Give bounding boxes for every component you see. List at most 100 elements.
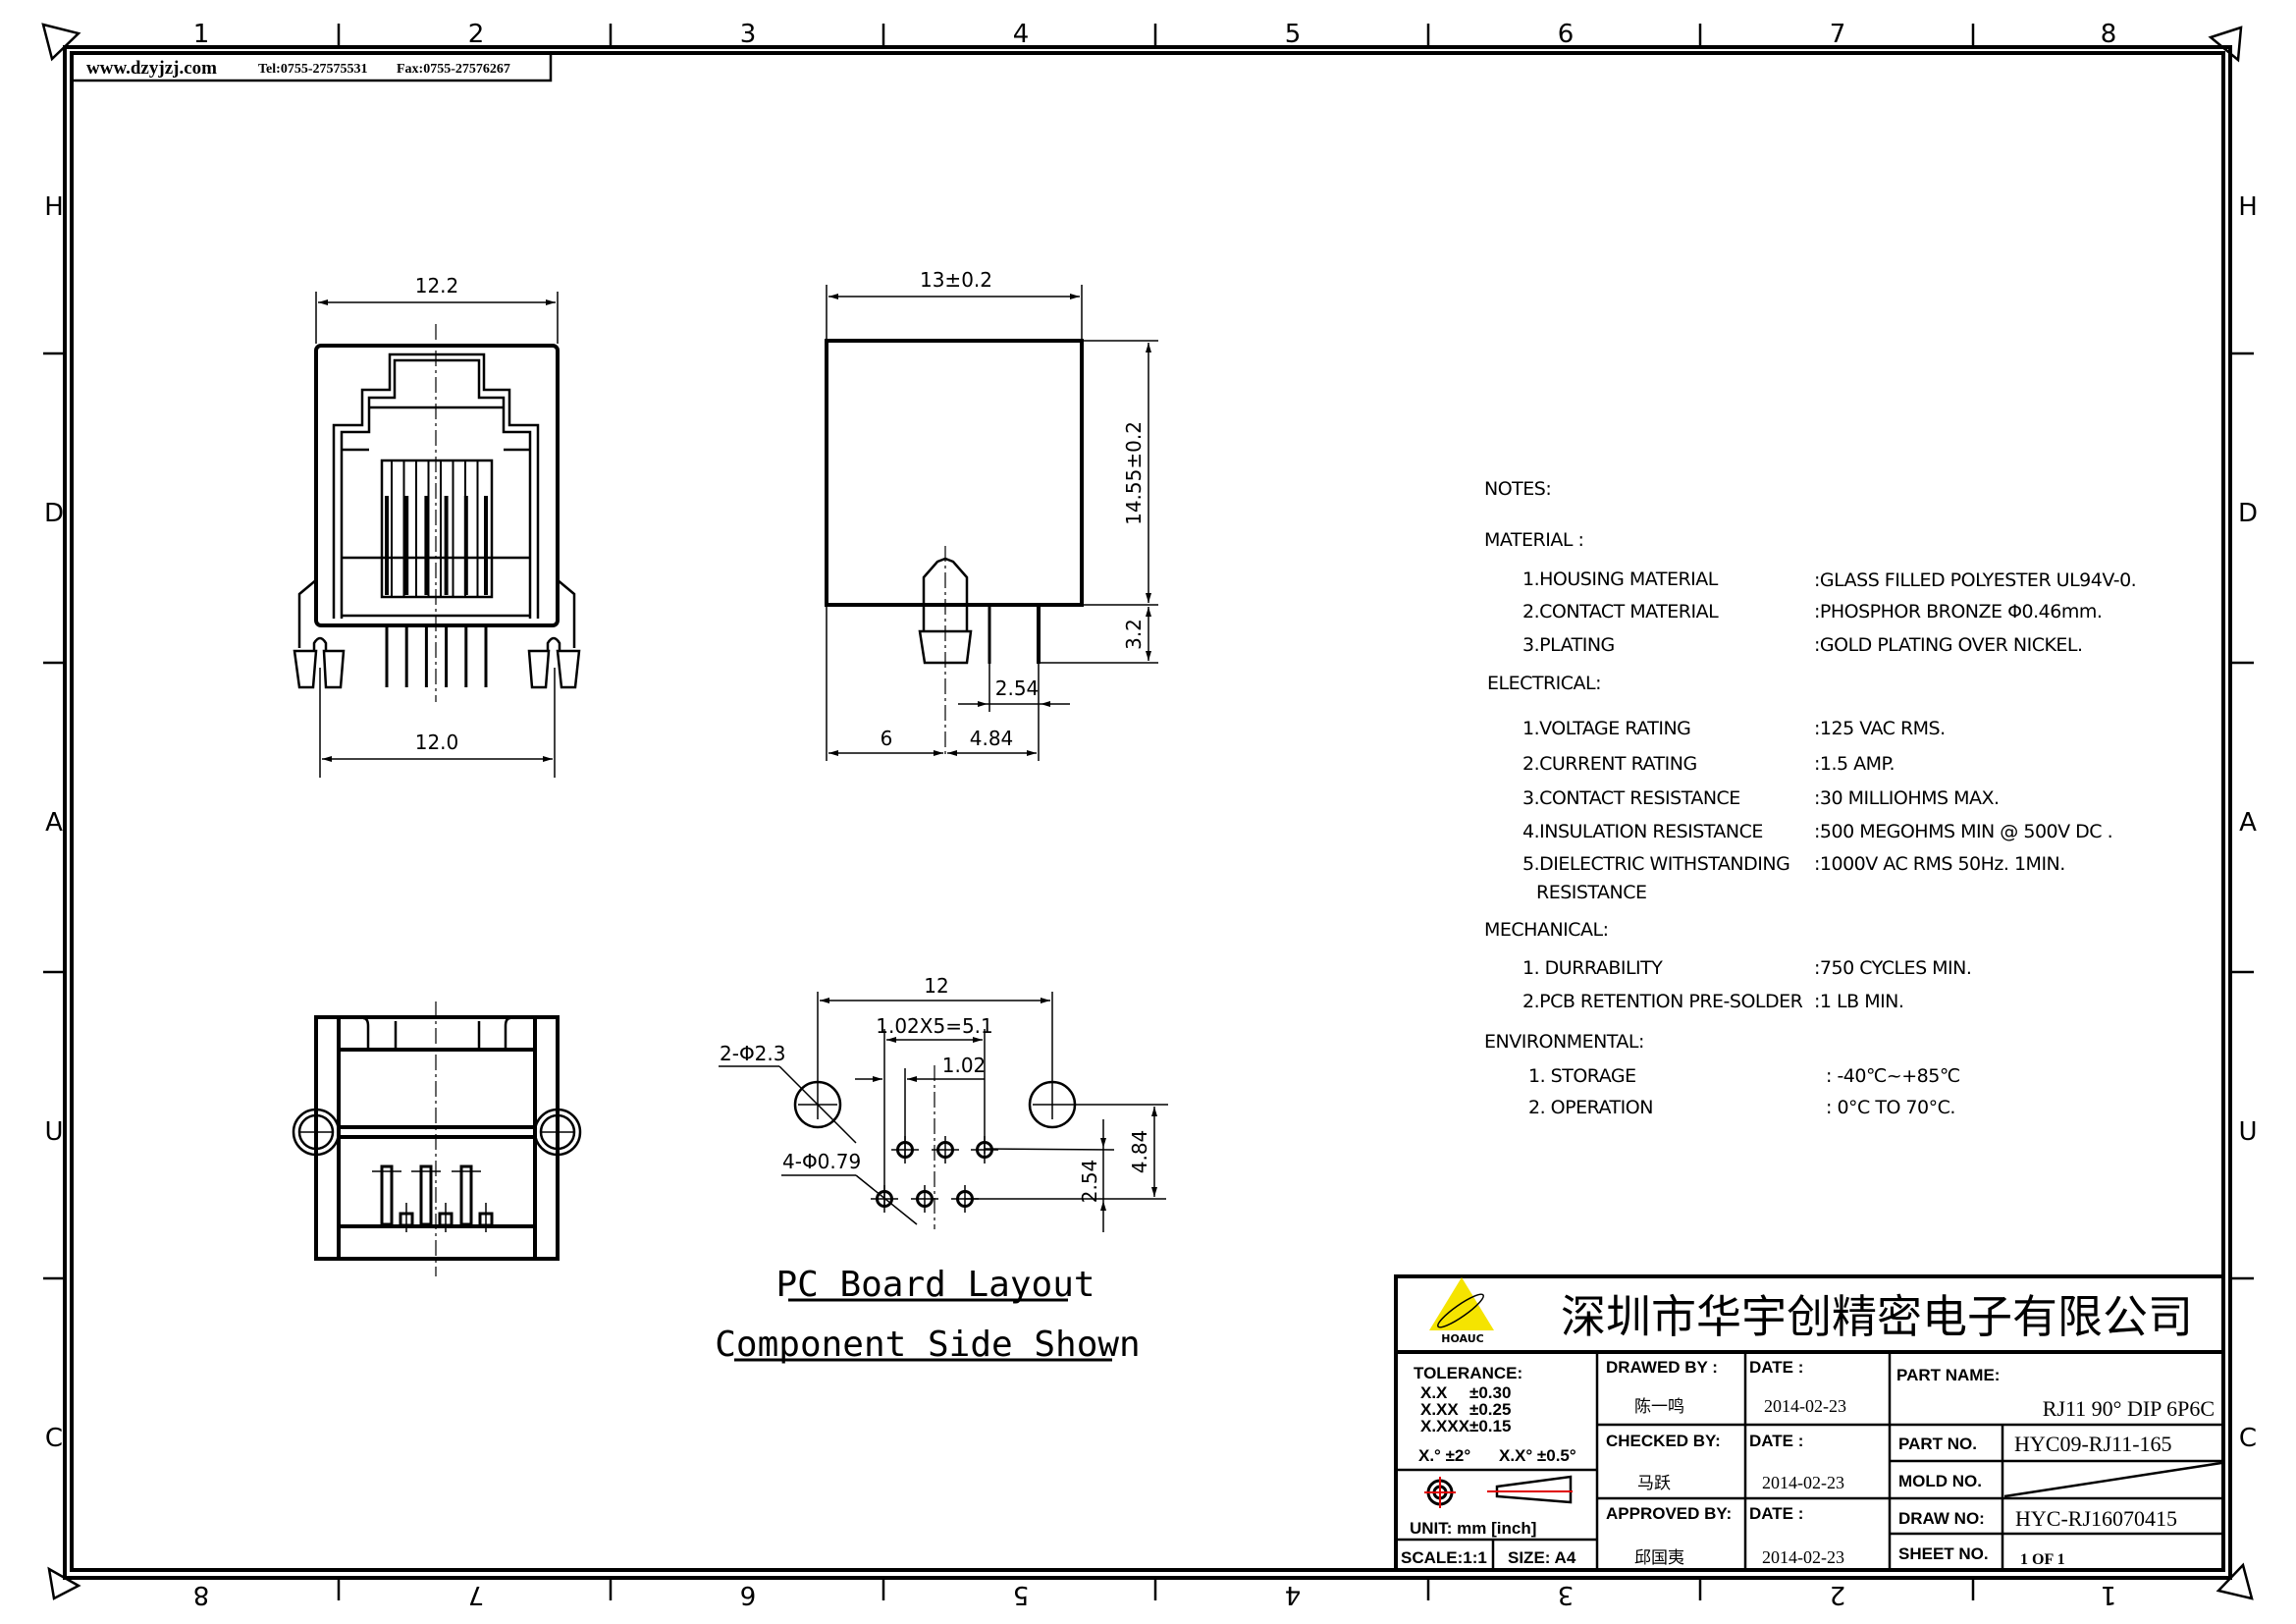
bottom-pins	[372, 1164, 494, 1232]
date-value: 2014-02-23	[1762, 1473, 1844, 1492]
zone-column-label: 3	[1558, 1580, 1575, 1609]
title-block: HOAUC 深圳市华宇创精密电子有限公司 TOLERANCE: X.X ±0.3…	[1394, 1274, 2225, 1572]
orientation-triangle-icon	[2208, 26, 2243, 63]
header-box: www.dzyjzj.com Tel:0755-27575531 Fax:075…	[70, 51, 553, 82]
notes-heading-electrical: ELECTRICAL:	[1487, 673, 1601, 694]
tolerance-value: ±0.25	[1469, 1400, 1511, 1419]
zone-row-label: U	[2238, 1117, 2257, 1147]
note-value: :PHOSPHOR BRONZE Φ0.46mm.	[1814, 601, 2102, 623]
dim-depth: 13±0.2	[920, 268, 992, 292]
dim-row-spacing: 2.54	[1078, 1160, 1101, 1204]
tolerance-label: TOLERANCE:	[1414, 1364, 1522, 1382]
notes-heading-environmental: ENVIRONMENTAL:	[1484, 1031, 1644, 1053]
pin	[419, 1164, 433, 1226]
note-value: :1.5 AMP.	[1814, 753, 1895, 775]
zone-column-label: 8	[193, 1580, 210, 1609]
zone-row-label: H	[44, 192, 64, 222]
website-text: www.dzyjzj.com	[86, 58, 217, 79]
checked-by-label: CHECKED BY:	[1606, 1432, 1721, 1450]
zone-column-label: 4	[1013, 20, 1030, 49]
note-label: 1.VOLTAGE RATING	[1522, 718, 1690, 739]
sheet-no-label: SHEET NO.	[1898, 1544, 1989, 1563]
pcb-layout-subtitle: Component Side Shown	[715, 1325, 1140, 1365]
draw-no-value: HYC-RJ16070415	[2015, 1506, 2177, 1531]
orientation-triangle-icon	[47, 1566, 81, 1600]
company-name: 深圳市华宇创精密电子有限公司	[1561, 1290, 2193, 1343]
pin-hole-callout: 4-Φ0.79	[782, 1150, 861, 1173]
unit-label: UNIT: mm [inch]	[1410, 1519, 1536, 1538]
note-label: RESISTANCE	[1536, 882, 1647, 903]
dim-bottom-width: 12.0	[415, 731, 459, 754]
dim-pin-offset: 4.84	[970, 727, 1014, 750]
orientation-triangle-icon	[2216, 1562, 2254, 1600]
scale-label: SCALE:1:1	[1401, 1548, 1487, 1567]
tolerance-key: X.XXX	[1420, 1417, 1470, 1435]
approved-by-label: APPROVED BY:	[1606, 1504, 1732, 1523]
zone-column-label: 2	[468, 20, 485, 49]
zone-column-label: 6	[1558, 20, 1575, 49]
date-value: 2014-02-23	[1764, 1396, 1846, 1416]
notes-heading-material: MATERIAL :	[1484, 529, 1583, 551]
zone-column-label: 2	[1830, 1580, 1846, 1609]
zone-row-label: C	[2239, 1424, 2257, 1453]
mold-no-label: MOLD NO.	[1898, 1472, 1982, 1490]
zone-column-label: 5	[1013, 1580, 1030, 1609]
tolerance-value: ±0.30	[1469, 1383, 1511, 1402]
note-value: :500 MEGOHMS MIN @ 500V DC .	[1814, 821, 2112, 842]
note-label: 2.PCB RETENTION PRE-SOLDER	[1522, 991, 1803, 1012]
checked-by-name: 马跃	[1637, 1474, 1671, 1493]
draw-no-label: DRAW NO:	[1898, 1509, 1985, 1528]
zone-row-label: A	[2239, 808, 2257, 838]
drawed-by-label: DRAWED BY :	[1606, 1358, 1718, 1377]
note-label: 5.DIELECTRIC WITHSTANDING	[1522, 853, 1789, 875]
note-label: 1. STORAGE	[1528, 1065, 1636, 1087]
sheet-no-value: 1 OF 1	[2020, 1551, 2065, 1568]
first-angle-projection-icon	[1424, 1475, 1573, 1508]
tolerance-value: ±0.15	[1469, 1417, 1511, 1435]
zone-column-label: 7	[1830, 20, 1846, 49]
date-label: DATE :	[1749, 1504, 1803, 1523]
notes-title: NOTES:	[1484, 478, 1551, 500]
zone-row-label: C	[45, 1424, 63, 1453]
notes: NOTES: MATERIAL : 1.HOUSING MATERIAL :GL…	[1484, 478, 2137, 1118]
angle-tolerance: X.X° ±0.5°	[1499, 1446, 1576, 1465]
zone-row-label: U	[44, 1117, 63, 1147]
notes-heading-mechanical: MECHANICAL:	[1484, 919, 1609, 941]
fax-text: Fax:0755-27576267	[397, 62, 510, 77]
dim-top-width: 12.2	[415, 274, 459, 298]
logo-text: HOAUC	[1441, 1332, 1483, 1345]
zone-row-label: A	[45, 808, 63, 838]
pin	[380, 1164, 394, 1226]
note-value: :1 LB MIN.	[1814, 991, 1903, 1012]
dim-pin-pitch: 2.54	[995, 677, 1040, 700]
zone-column-label: 3	[740, 20, 757, 49]
zone-column-label: 1	[2101, 1580, 2117, 1609]
zone-row-label: D	[44, 499, 64, 528]
company-logo: HOAUC	[1429, 1277, 1494, 1345]
dim-pin-span: 1.02X5=5.1	[876, 1014, 993, 1038]
part-name-label: PART NAME:	[1896, 1366, 2000, 1384]
zone-column-label: 7	[468, 1580, 485, 1609]
pin	[459, 1164, 473, 1226]
zone-row-label: D	[2238, 499, 2258, 528]
solder-pins	[385, 625, 488, 687]
size-label: SIZE: A4	[1508, 1548, 1576, 1567]
tolerance-key: X.X	[1420, 1383, 1448, 1402]
date-value: 2014-02-23	[1762, 1547, 1844, 1567]
note-label: 1.HOUSING MATERIAL	[1522, 568, 1719, 590]
note-value: :1000V AC RMS 50Hz. 1MIN.	[1814, 853, 2065, 875]
zone-column-label: 6	[740, 1580, 757, 1609]
dim-pin-pitch: 1.02	[942, 1054, 987, 1077]
note-value: :125 VAC RMS.	[1814, 718, 1946, 739]
peg-hole-callout: 2-Φ2.3	[720, 1042, 786, 1065]
zone-row-label: H	[2238, 192, 2258, 222]
date-label: DATE :	[1749, 1358, 1803, 1377]
zone-column-label: 8	[2101, 20, 2117, 49]
note-value: :30 MILLIOHMS MAX.	[1814, 787, 2000, 809]
zone-column-label: 1	[193, 20, 210, 49]
note-value: :GOLD PLATING OVER NICKEL.	[1814, 634, 2083, 656]
note-label: 1. DURRABILITY	[1522, 957, 1663, 979]
note-value: : -40℃~+85℃	[1826, 1065, 1960, 1087]
